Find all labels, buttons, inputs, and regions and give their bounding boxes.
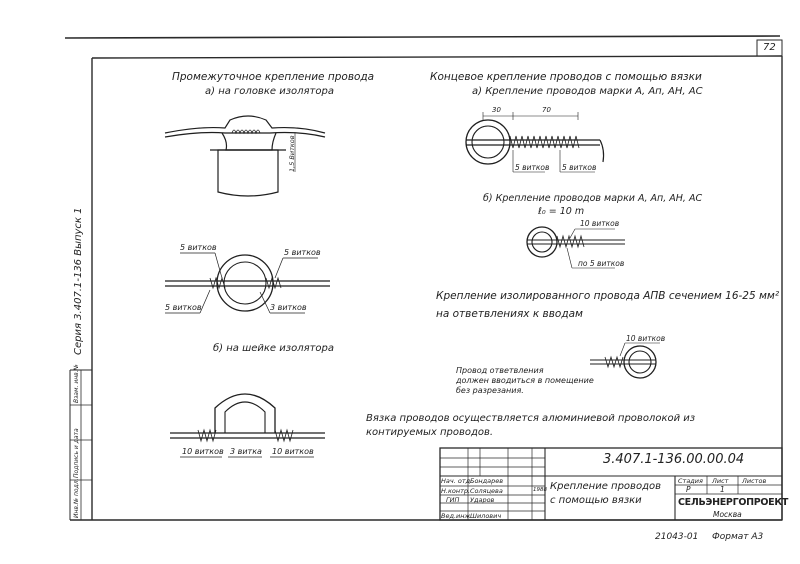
- left-sub-b: б) на шейке изолятора: [213, 343, 335, 354]
- note-line-1: Провод ответвления: [456, 366, 544, 375]
- dim-30: 30: [492, 106, 501, 114]
- org-name: СЕЛЬЭНЕРГОПРОЕКТ: [678, 497, 789, 508]
- drawing-title-1: Крепление проводов: [550, 481, 661, 492]
- label-5vitkov-1: 5 витков: [515, 163, 550, 172]
- series-label: Серия 3.407.1-136 Выпуск 1: [73, 207, 84, 355]
- label-5vitkov-bl: 5 витков: [165, 303, 202, 312]
- org-city: Москва: [713, 510, 742, 519]
- page-number: 72: [763, 42, 776, 53]
- label-5vitkov-tl: 5 витков: [180, 243, 217, 252]
- right-title: Концевое крепление проводов с помощью вя…: [430, 71, 702, 83]
- footer-inv: 21043-01: [655, 532, 699, 542]
- drawing-title-2: с помощью вязки: [550, 495, 642, 506]
- left-title: Промежуточное крепление провода: [172, 71, 375, 83]
- label-10vitkov-r: 10 витков: [272, 447, 314, 456]
- tb-role-1: Н.контр.: [441, 487, 471, 495]
- end-clamp-a-drawing: [465, 112, 605, 173]
- doc-code: 3.407.1-136.00.00.04: [603, 452, 745, 467]
- insulated-title: Крепление изолированного провода АПВ сеч…: [436, 290, 780, 302]
- insulator-head-drawing: [164, 115, 326, 197]
- tb-year: 1988: [533, 487, 547, 493]
- tb-name-4: Шилович: [470, 512, 502, 520]
- listov-label: Листов: [742, 477, 767, 485]
- note-line-3: без разрезания.: [456, 386, 524, 395]
- end-clamp-b-drawing: [526, 226, 625, 269]
- label-5vitkov-2: 5 витков: [562, 163, 597, 172]
- label-3vitkov: 3 витков: [270, 303, 307, 312]
- list-label: Лист: [712, 477, 729, 485]
- stamp-inv: Инв.№ подл.: [73, 478, 80, 519]
- dim-70: 70: [542, 106, 551, 114]
- general-note-1: Вязка проводов осуществляется алюминиево…: [366, 413, 696, 424]
- tb-role-0: Нач. отд.: [441, 477, 473, 485]
- left-sub-a: а) на головке изолятора: [205, 86, 334, 97]
- footer-format: Формат А3: [712, 532, 764, 542]
- note-line-2: должен вводиться в помещение: [456, 376, 594, 385]
- insulator-neck-drawing: [170, 393, 325, 458]
- label-10vitkov-l: 10 витков: [182, 447, 224, 456]
- stamp-vzam: Взам. инв.№: [73, 364, 80, 403]
- stadia-label: Стадия: [678, 477, 703, 485]
- label-po5vitkov: по 5 витков: [578, 259, 625, 268]
- label-5vitkov-tr: 5 витков: [284, 248, 321, 257]
- tb-name-2: Удаpов: [470, 496, 495, 504]
- title-block-lines: [439, 447, 783, 521]
- insulator-plan-drawing: [165, 252, 330, 314]
- list-value: 1: [720, 485, 725, 494]
- right-sub-b: б) Крепление проводов марки А, Ап, АН, А…: [483, 193, 703, 204]
- tb-name-1: Соляцева: [470, 487, 503, 495]
- tb-role-4: Вед.инж.: [441, 512, 473, 520]
- label-3vitka: 3 витка: [230, 447, 262, 456]
- tb-role-2: ГИП: [446, 496, 460, 504]
- label-10vitkov-2: 10 витков: [626, 334, 666, 343]
- left-dim-a: 1,5 Витков: [288, 135, 296, 172]
- label-10vitkov: 10 витков: [580, 219, 620, 228]
- general-note-2: контируемых проводов.: [366, 427, 494, 438]
- stamp-sign: Подпись и дата: [73, 428, 80, 478]
- right-sub-a: а) Крепление проводов марки А, Ап, АН, А…: [472, 86, 703, 97]
- stadia-value: Р: [686, 485, 691, 494]
- insulated-sub: на ответвлениях к вводам: [436, 308, 583, 320]
- tb-name-0: Бондарев: [470, 477, 504, 485]
- insulated-wire-drawing: [590, 342, 660, 379]
- right-sub-b-formula: ℓ₀ = 10 m: [538, 206, 585, 217]
